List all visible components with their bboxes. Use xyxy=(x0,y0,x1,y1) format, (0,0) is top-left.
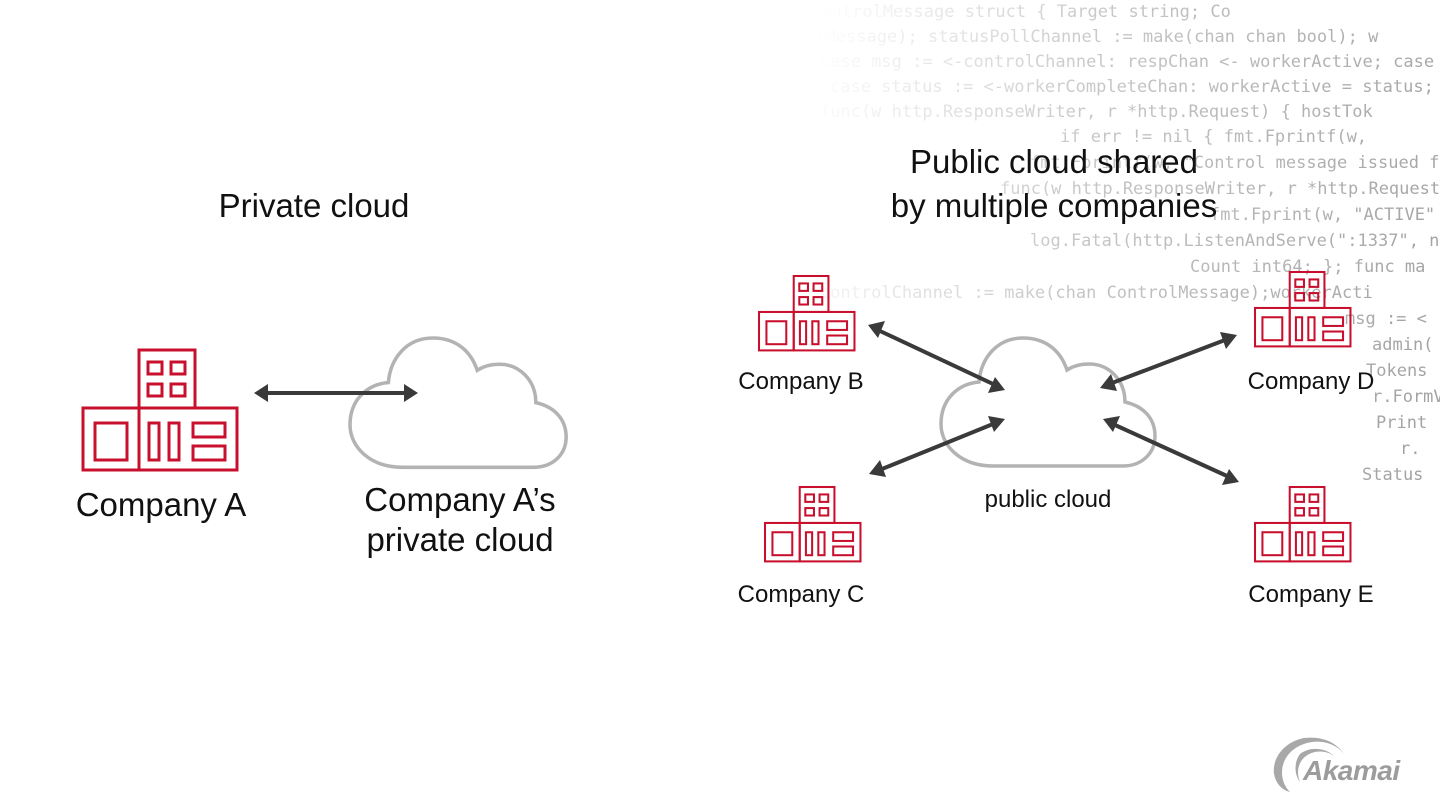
public-cloud-title-line2: by multiple companies xyxy=(890,187,1218,224)
company-d-building-icon xyxy=(1253,270,1352,348)
link-b-arrow-icon xyxy=(868,321,1005,393)
private-link-arrow-icon xyxy=(254,384,418,402)
private-cloud-title: Private cloud xyxy=(218,187,410,224)
public-cloud-icon xyxy=(939,336,1157,468)
public-cloud-title-line1: Public cloud shared xyxy=(909,143,1198,180)
public-cloud-title: Public cloud shared by multiple companie… xyxy=(844,140,1264,228)
private-cloud-label-line2: private cloud xyxy=(366,521,554,558)
akamai-logo-text: Akamai xyxy=(1303,755,1400,786)
company-c-building-icon xyxy=(763,485,862,563)
company-d-label: Company D xyxy=(1247,368,1375,395)
private-cloud-label: Company A’s private cloud xyxy=(340,480,580,560)
company-a-building-icon xyxy=(81,348,239,472)
company-b-label: Company B xyxy=(738,368,864,395)
company-c-label: Company C xyxy=(737,581,865,608)
company-b-building-icon xyxy=(757,274,856,352)
company-e-label: Company E xyxy=(1248,581,1374,608)
public-cloud-label: public cloud xyxy=(984,486,1112,513)
akamai-wave-icon xyxy=(1273,737,1344,792)
company-e-building-icon xyxy=(1253,485,1352,563)
private-cloud-icon xyxy=(348,336,568,470)
link-c-arrow-icon xyxy=(869,416,1005,477)
link-d-arrow-icon xyxy=(1100,332,1237,391)
company-a-label: Company A xyxy=(75,486,247,523)
private-cloud-label-line1: Company A’s xyxy=(364,481,556,518)
link-e-arrow-icon xyxy=(1103,416,1239,485)
